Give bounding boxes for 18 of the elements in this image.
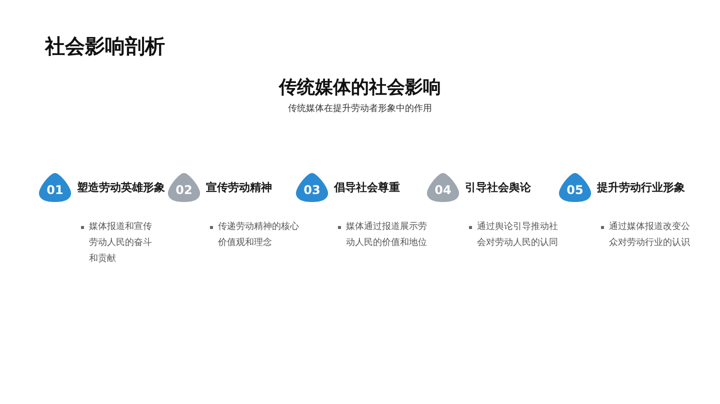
step-number: 05 [566, 183, 584, 197]
item-heading: 倡导社会尊重 [334, 180, 400, 195]
item-description: 媒体通过报道展示劳动人民的价值和地位 [346, 220, 428, 250]
item-description: 媒体报道和宣传劳动人民的奋斗和贡献 [89, 220, 153, 266]
item-heading: 塑造劳动英雄形象 [77, 180, 165, 195]
item-description: 通过媒体报道改变公众对劳动行业的认识 [609, 220, 691, 250]
item-heading: 引导社会舆论 [465, 180, 531, 195]
item-heading: 宣传劳动精神 [206, 180, 272, 195]
slide-title: 社会影响剖析 [45, 33, 165, 59]
item-description: 传递劳动精神的核心价值观和理念 [218, 220, 300, 250]
section-subtitle: 传统媒体在提升劳动者形象中的作用 [287, 103, 433, 115]
step-number: 04 [434, 183, 452, 197]
step-number: 03 [304, 183, 320, 197]
step-number: 01 [46, 183, 64, 197]
step-number: 02 [176, 183, 192, 197]
section-heading: 传统媒体的社会影响 [278, 76, 442, 100]
item-heading: 提升劳动行业形象 [597, 180, 685, 195]
item-description: 通过舆论引导推动社会对劳动人民的认同 [477, 220, 559, 250]
